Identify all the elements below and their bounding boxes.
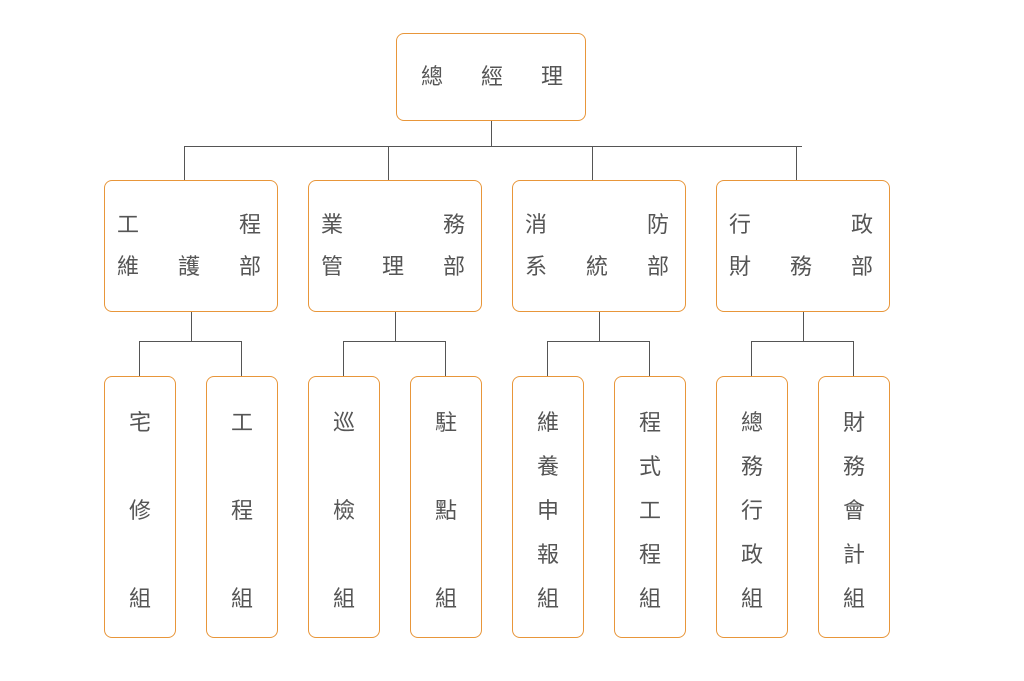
group-box: 程式工程組 [614, 376, 686, 638]
group-char: 組 [332, 587, 355, 612]
department-char: 消 [525, 213, 548, 238]
group-char: 務 [740, 455, 763, 480]
connector-line [803, 312, 804, 341]
connector-line [445, 341, 446, 376]
group-char: 組 [536, 587, 559, 612]
department-char: 程 [239, 213, 262, 238]
group-char: 檢 [332, 499, 355, 524]
group-char: 總 [740, 411, 763, 436]
department-char: 務 [790, 255, 813, 280]
connector-line [599, 312, 600, 341]
group-char: 修 [128, 499, 151, 524]
department-char: 部 [443, 255, 466, 280]
connector-line [491, 121, 492, 146]
group-char: 政 [740, 543, 763, 568]
connector-line [796, 146, 797, 180]
group-char: 工 [638, 499, 661, 524]
group-box: 維養申報組 [512, 376, 584, 638]
department-char: 部 [239, 255, 262, 280]
department-char: 財 [729, 255, 752, 280]
connector-line [191, 312, 192, 341]
connector-line [139, 341, 140, 376]
group-box: 巡檢組 [308, 376, 380, 638]
department-char: 部 [851, 255, 874, 280]
department-char: 業 [321, 213, 344, 238]
connector-line [343, 341, 344, 376]
connector-line [241, 341, 242, 376]
connector-line [592, 146, 593, 180]
group-char: 程 [638, 543, 661, 568]
group-char: 財 [842, 411, 865, 436]
department-char: 統 [586, 255, 609, 280]
group-char: 程 [230, 499, 253, 524]
connector-line [343, 341, 445, 342]
group-char: 計 [842, 543, 865, 568]
group-char: 申 [536, 499, 559, 524]
group-char: 維 [536, 411, 559, 436]
department-box: 業 務管 理 部 [308, 180, 482, 312]
root-box: 總 經 理 [396, 33, 586, 121]
root-char: 理 [541, 65, 564, 90]
group-char: 組 [638, 587, 661, 612]
group-box: 駐點組 [410, 376, 482, 638]
group-char: 行 [740, 499, 763, 524]
group-char: 組 [842, 587, 865, 612]
connector-line [751, 341, 853, 342]
group-char: 組 [128, 587, 151, 612]
department-char: 管 [321, 255, 344, 280]
group-char: 組 [434, 587, 457, 612]
connector-line [139, 341, 241, 342]
connector-line [395, 312, 396, 341]
group-box: 財務會計組 [818, 376, 890, 638]
department-char: 理 [382, 255, 405, 280]
group-char: 務 [842, 455, 865, 480]
root-char: 經 [481, 65, 504, 90]
department-box: 工 程維 護 部 [104, 180, 278, 312]
department-char: 行 [729, 213, 752, 238]
connector-line [547, 341, 649, 342]
group-char: 組 [230, 587, 253, 612]
connector-line [184, 146, 802, 147]
connector-line [649, 341, 650, 376]
department-char: 系 [525, 255, 548, 280]
group-char: 駐 [434, 411, 457, 436]
group-char: 點 [434, 499, 457, 524]
group-char: 宅 [128, 411, 151, 436]
group-char: 工 [230, 411, 253, 436]
connector-line [388, 146, 389, 180]
group-box: 宅修組 [104, 376, 176, 638]
root-char: 總 [421, 65, 444, 90]
group-char: 會 [842, 499, 865, 524]
department-box: 行 政財 務 部 [716, 180, 890, 312]
group-char: 式 [638, 455, 661, 480]
department-char: 工 [117, 213, 140, 238]
group-char: 報 [536, 543, 559, 568]
group-char: 程 [638, 411, 661, 436]
department-char: 防 [647, 213, 670, 238]
group-box: 總務行政組 [716, 376, 788, 638]
connector-line [853, 341, 854, 376]
department-char: 務 [443, 213, 466, 238]
department-char: 部 [647, 255, 670, 280]
department-char: 護 [178, 255, 201, 280]
department-char: 維 [117, 255, 140, 280]
group-char: 巡 [332, 411, 355, 436]
department-char: 政 [851, 213, 874, 238]
connector-line [751, 341, 752, 376]
group-box: 工程組 [206, 376, 278, 638]
group-char: 組 [740, 587, 763, 612]
connector-line [547, 341, 548, 376]
connector-line [184, 146, 185, 180]
department-box: 消 防系 統 部 [512, 180, 686, 312]
group-char: 養 [536, 455, 559, 480]
